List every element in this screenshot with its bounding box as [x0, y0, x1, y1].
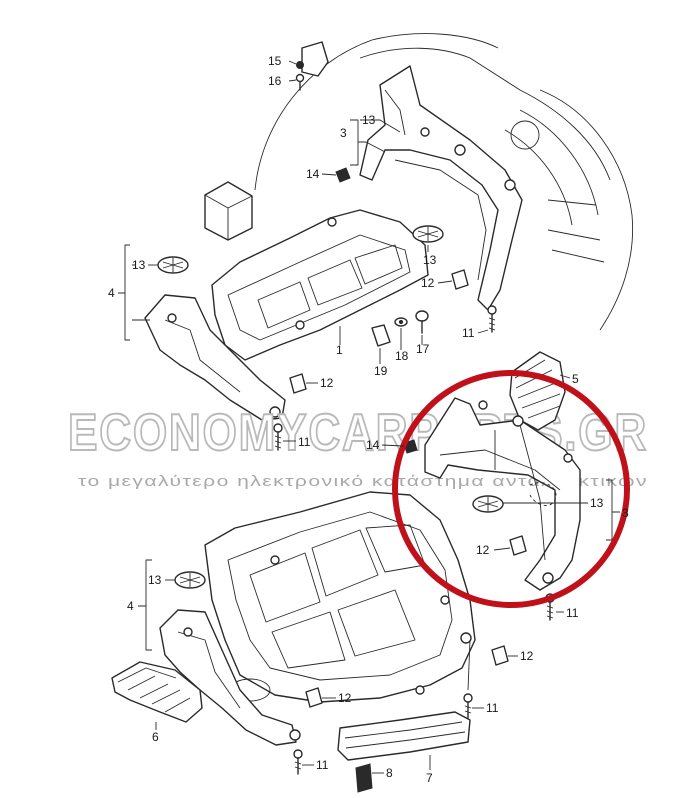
wheel-liner-ribs — [504, 109, 605, 263]
callout-11-b: 11 — [298, 435, 311, 449]
leader-bolt-right — [467, 639, 471, 691]
callout-18: 18 — [395, 349, 409, 363]
callout-11-d: 11 — [486, 701, 499, 715]
air-duct-6 — [111, 661, 203, 723]
callout-12-a: 12 — [421, 276, 435, 290]
bolt-bottom-right — [463, 693, 473, 719]
clip-nut-19 — [371, 324, 391, 347]
bottom-assembly — [111, 491, 509, 793]
callout-8: 8 — [386, 766, 393, 780]
callout-11-a: 11 — [462, 326, 475, 340]
air-duct-7 — [337, 711, 471, 761]
wheel-arch-outline-inner — [359, 47, 611, 181]
callout-16: 16 — [268, 74, 282, 88]
bracket-left-bottom — [159, 609, 297, 746]
callout-12-e: 12 — [338, 691, 352, 705]
speed-nut-bottom-mid — [305, 687, 323, 708]
callout-12-c: 12 — [476, 543, 490, 557]
bolt-top-mid — [273, 423, 283, 451]
callout-19: 19 — [374, 364, 388, 378]
speed-nut-highlighted — [509, 535, 527, 556]
bolt-bottom-left — [293, 749, 303, 775]
wheel-liner — [539, 89, 634, 331]
wheel-arch-outline — [254, 33, 499, 191]
speed-nut-top-right — [451, 269, 469, 290]
callout-1: 1 — [336, 343, 343, 357]
watermark-tagline: το μεγαλύτερο ηλεκτρονικό κατάστημα αντα… — [78, 473, 648, 490]
callout-3-bottom: 3 — [622, 506, 629, 520]
callout-7: 7 — [426, 771, 433, 785]
callout-5: 5 — [572, 372, 579, 386]
callout-15: 15 — [268, 54, 282, 68]
bolt-top-right — [487, 305, 497, 333]
callout-14-b: 14 — [366, 438, 380, 452]
callout-4-top: 4 — [108, 286, 115, 300]
callout-13-d: 13 — [590, 496, 604, 510]
rosette-fastener-top-left — [157, 256, 189, 274]
rosette-fastener-highlighted — [472, 495, 504, 513]
callout-12-d: 12 — [520, 649, 534, 663]
side-trim-bottom — [424, 397, 581, 591]
callout-11-c: 11 — [566, 606, 579, 620]
callout-13-a: 13 — [362, 113, 376, 127]
cross-member-left — [204, 181, 253, 241]
leader-lines — [118, 60, 620, 774]
callout-labels: 15 16 3 13 14 13 4 13 12 11 1 19 18 17 1… — [108, 54, 629, 785]
highlighted-side-trim — [403, 351, 581, 621]
side-trim-top — [359, 65, 523, 311]
highlight-circle — [392, 370, 630, 608]
underbody-panel-bottom — [204, 491, 476, 703]
washer-18 — [394, 317, 408, 327]
speed-nut-bottom-right — [491, 645, 509, 666]
speed-nut-top-mid — [289, 373, 307, 394]
callout-4-bottom: 4 — [127, 599, 134, 613]
rosette-fastener-bottom-left — [174, 571, 206, 589]
callout-14-a: 14 — [306, 167, 320, 181]
small-bracket — [301, 41, 329, 77]
callout-11-e: 11 — [316, 758, 329, 772]
callout-13-e: 13 — [148, 573, 162, 587]
callout-13-b: 13 — [132, 258, 146, 272]
callout-13-c: 13 — [423, 253, 437, 267]
top-assembly — [144, 33, 634, 451]
callout-12-b: 12 — [320, 376, 334, 390]
bracket-8 — [355, 763, 373, 793]
rosette-fastener-top-center — [412, 225, 444, 243]
clip-14-top — [335, 167, 351, 183]
callout-6: 6 — [152, 730, 159, 744]
callout-17: 17 — [416, 342, 430, 356]
callout-3-top: 3 — [340, 126, 347, 140]
bolt-17 — [415, 310, 429, 334]
liner-boss — [510, 120, 540, 150]
clip-15 — [296, 61, 304, 69]
